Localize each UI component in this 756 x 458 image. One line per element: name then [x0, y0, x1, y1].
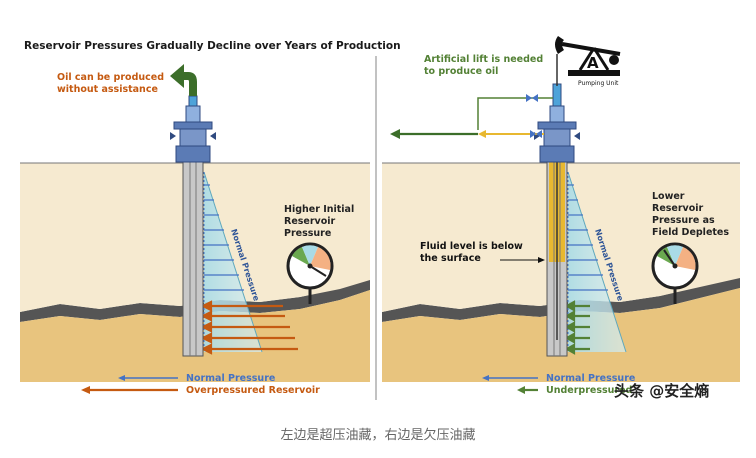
- left-rock-band: [20, 278, 370, 322]
- left-pressure-gauge: [286, 242, 334, 304]
- left-oil-note-2: without assistance: [57, 84, 158, 95]
- left-oil-note-1: Oil can be produced: [57, 72, 164, 83]
- right-fluid-1: Fluid level is below: [420, 241, 523, 252]
- caption: 左边是超压油藏，右边是欠压油藏: [280, 428, 476, 443]
- right-fluid-2: the surface: [420, 253, 481, 264]
- left-gauge-label-1: Higher Initial: [284, 204, 354, 215]
- right-artificial-1: Artificial lift is needed: [424, 54, 543, 65]
- right-pressure-gauge: [651, 242, 699, 304]
- left-overpressure-arrows: [200, 300, 298, 355]
- right-legend-under: Underpressured: [546, 385, 632, 396]
- right-wellhead: [534, 83, 580, 163]
- pump-label: Pumping Unit: [578, 80, 619, 87]
- left-title: Reservoir Pressures Gradually Decline ov…: [24, 40, 401, 52]
- pumping-unit-icon: [555, 36, 621, 86]
- left-legend: Normal Pressure Overpressured Reservoir: [81, 373, 320, 396]
- right-pressure-ticks: [568, 184, 608, 291]
- right-flowline: [390, 94, 553, 139]
- right-legend-normal: Normal Pressure: [546, 373, 635, 384]
- left-gauge-label-2: Reservoir: [284, 216, 336, 227]
- right-rock-band: [382, 276, 740, 322]
- left-wellhead: [170, 95, 216, 163]
- left-panel: Normal Pressure: [20, 64, 370, 382]
- pump-letter: A: [587, 54, 599, 72]
- left-gauge-label-3: Pressure: [284, 228, 331, 239]
- left-legend-over: Overpressured Reservoir: [186, 385, 320, 396]
- watermark: 头条 @安全熵: [614, 382, 710, 400]
- right-gauge-label-4: Field Depletes: [652, 227, 729, 238]
- left-legend-normal: Normal Pressure: [186, 373, 275, 384]
- left-oil-outflow-arrow: [170, 64, 197, 96]
- left-well-casing: [182, 161, 204, 357]
- right-gauge-label-2: Reservoir: [652, 203, 704, 214]
- right-panel: Normal Pressure: [382, 36, 740, 382]
- left-pressure-ticks: [204, 184, 244, 291]
- right-gauge-label-3: Pressure as: [652, 215, 715, 226]
- right-underpressure-arrows: [564, 300, 590, 355]
- right-artificial-2: to produce oil: [424, 66, 498, 77]
- right-gauge-label-1: Lower: [652, 191, 685, 202]
- right-legend: Normal Pressure Underpressured: [482, 373, 635, 396]
